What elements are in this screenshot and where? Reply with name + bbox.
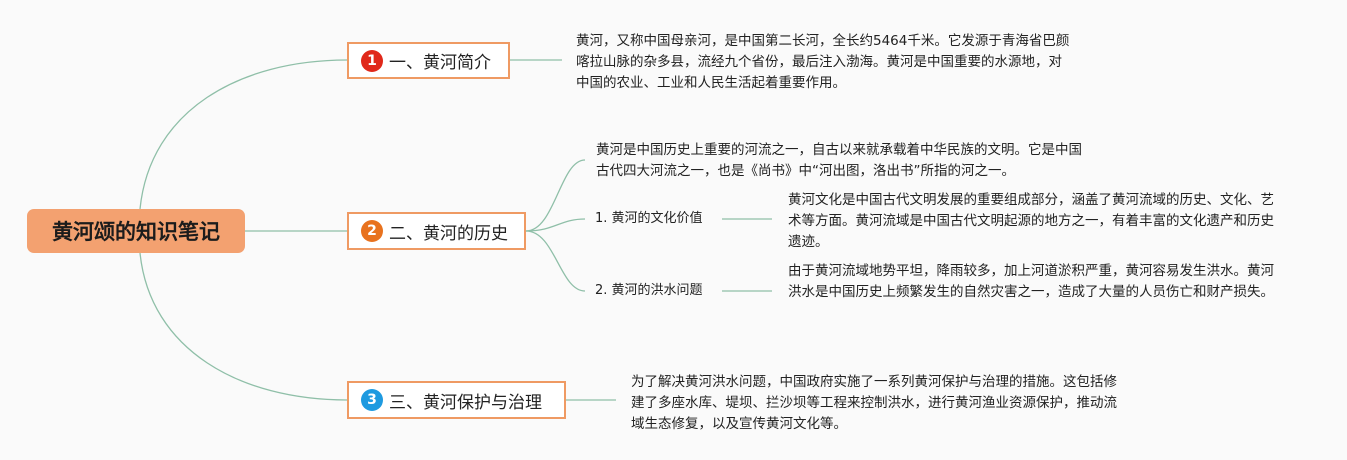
connector-branch-2-text [525, 159, 586, 232]
branch-text-intro: 黄河，又称中国母亲河，是中国第二长河，全长约5464千米。它发源于青海省巴颜喀拉… [576, 33, 1070, 91]
branch-node-intro[interactable]: 1 一、黄河简介 [347, 42, 510, 79]
branch-node-protection[interactable]: 3 三、黄河保护与治理 [347, 381, 566, 419]
branch-label-history: 二、黄河的历史 [389, 223, 508, 244]
root-label: 黄河颂的知识笔记 [52, 220, 220, 244]
connector-root-branch-3 [139, 252, 348, 401]
branch-node-history[interactable]: 2 二、黄河的历史 [347, 212, 526, 250]
number-badge-2: 2 [361, 220, 383, 242]
connector-branch-2-child-1 [525, 218, 586, 232]
number-badge-3: 3 [361, 389, 383, 411]
sub-node-culture-value[interactable]: 1. 黄河的文化价值 [595, 211, 703, 226]
branch-text-protection: 为了解决黄河洪水问题，中国政府实施了一系列黄河保护与治理的措施。这包括修建了多座… [631, 374, 1117, 432]
sub-text-flood-problem: 由于黄河流域地势平坦，降雨较多，加上河道淤积严重，黄河容易发生洪水。黄河洪水是中… [788, 263, 1274, 300]
root-node[interactable]: 黄河颂的知识笔记 [27, 209, 245, 253]
sub-node-flood-problem[interactable]: 2. 黄河的洪水问题 [595, 283, 703, 298]
branch-label-protection: 三、黄河保护与治理 [389, 392, 542, 413]
connector-root-branch-1 [139, 59, 348, 210]
connector-branch-2-child-2 [525, 230, 586, 292]
sub-text-culture-value: 黄河文化是中国古代文明发展的重要组成部分，涵盖了黄河流域的历史、文化、艺术等方面… [788, 192, 1274, 250]
branch-label-intro: 一、黄河简介 [389, 53, 491, 73]
number-badge-1: 1 [361, 49, 383, 72]
branch-text-history: 黄河是中国历史上重要的河流之一，自古以来就承载着中华民族的文明。它是中国古代四大… [596, 142, 1082, 179]
